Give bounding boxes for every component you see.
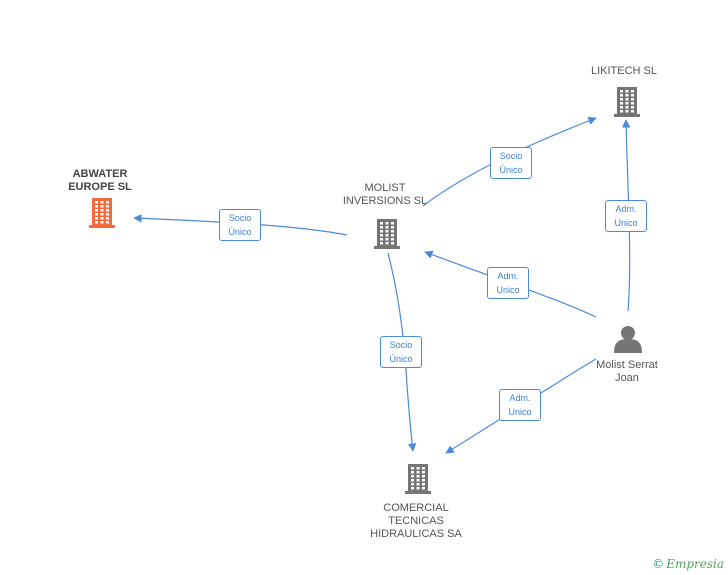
- copyright-symbol: ©: [652, 557, 665, 571]
- building-icon[interactable]: [405, 464, 431, 494]
- person-icon[interactable]: [614, 326, 642, 353]
- node-label-molist_inv[interactable]: MOLIST INVERSIONS SL: [342, 182, 428, 207]
- edge-label-molist_inv-to-comercial[interactable]: Socio Único: [380, 336, 422, 368]
- building-icon[interactable]: [374, 219, 400, 249]
- edge-label-molist_inv-to-likitech[interactable]: Socio Único: [490, 147, 532, 179]
- edge-label-person-to-likitech[interactable]: Adm. Unico: [605, 200, 647, 232]
- node-label-abwater[interactable]: ABWATER EUROPE SL: [68, 168, 132, 193]
- building-icon[interactable]: [614, 87, 640, 117]
- edge-label-person-to-molist_inv[interactable]: Adm. Unico: [487, 267, 529, 299]
- brand-name: Empresia: [666, 557, 724, 571]
- building-icon[interactable]: [89, 198, 115, 228]
- edge-label-person-to-comercial[interactable]: Adm. Unico: [499, 389, 541, 421]
- node-label-person[interactable]: Molist Serrat Joan: [596, 359, 658, 384]
- edge-label-molist_inv-to-abwater[interactable]: Socio Único: [219, 209, 261, 241]
- edge-molist_inv-to-comercial: [387, 252, 417, 452]
- node-label-comercial[interactable]: COMERCIAL TECNICAS HIDRAULICAS SA: [370, 502, 462, 540]
- brand-watermark: ©Empresia: [652, 557, 724, 571]
- node-label-likitech[interactable]: LIKITECH SL: [590, 65, 658, 77]
